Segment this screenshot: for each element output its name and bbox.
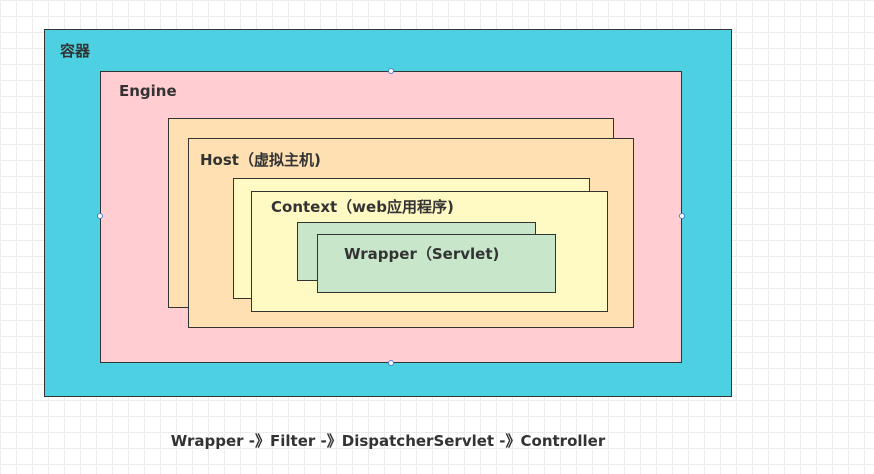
wrapper-box[interactable] xyxy=(317,234,556,293)
flow-caption: Wrapper -》Filter -》DispatcherServlet -》C… xyxy=(170,432,606,450)
selection-handle-left[interactable] xyxy=(97,213,103,219)
host-label: Host（虚拟主机) xyxy=(200,151,321,169)
selection-handle-top[interactable] xyxy=(388,68,394,74)
context-label: Context（web应用程序) xyxy=(271,198,454,216)
engine-label: Engine xyxy=(119,82,177,100)
container-label: 容器 xyxy=(60,42,91,60)
wrapper-label: Wrapper（Servlet) xyxy=(344,245,500,263)
selection-handle-bottom[interactable] xyxy=(388,360,394,366)
selection-handle-right[interactable] xyxy=(679,213,685,219)
